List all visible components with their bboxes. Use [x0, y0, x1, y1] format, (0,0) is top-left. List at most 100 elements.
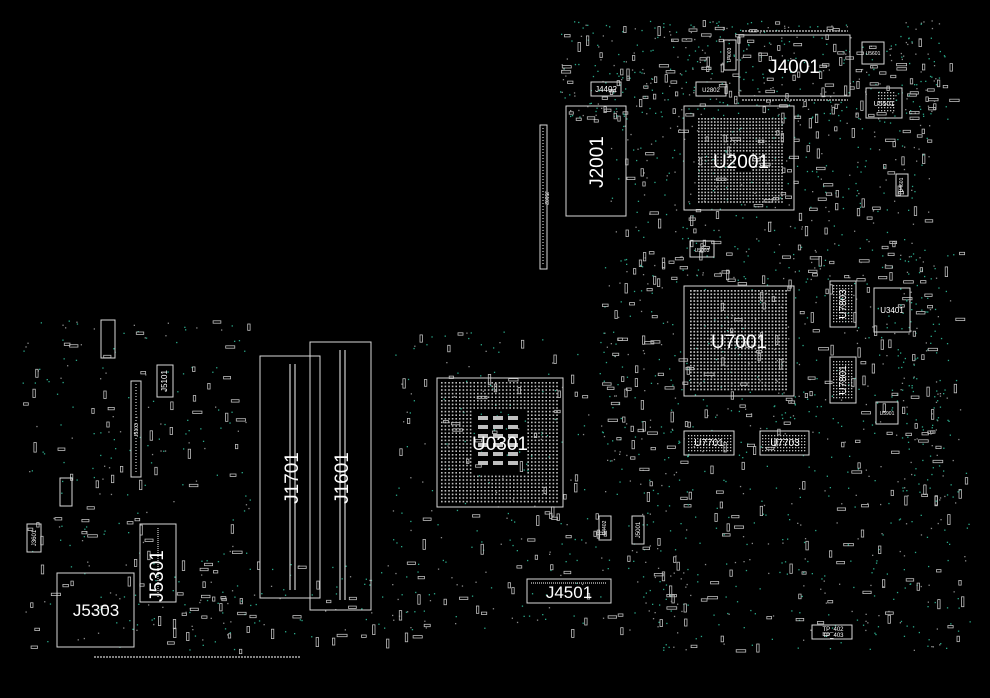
bga-ball	[758, 344, 760, 347]
via	[165, 335, 167, 337]
via	[929, 125, 931, 127]
bga-ball	[781, 178, 783, 181]
bga-ball	[751, 344, 753, 347]
bga-ball	[455, 428, 457, 431]
bga-ball	[714, 175, 716, 178]
bga-ball	[520, 400, 522, 402]
via	[426, 344, 428, 346]
via	[825, 602, 827, 604]
bga-ball	[734, 307, 736, 309]
via	[743, 561, 745, 563]
via	[913, 363, 915, 365]
bga-ball	[448, 421, 450, 424]
bga-ball	[448, 432, 450, 434]
bga-ball	[473, 493, 475, 496]
bga-ball	[789, 435, 791, 437]
via	[407, 611, 409, 613]
via	[912, 253, 915, 255]
via	[826, 43, 828, 45]
smd-part	[671, 276, 678, 281]
bga-ball	[549, 410, 551, 413]
bga-ball	[739, 137, 742, 139]
via	[466, 332, 468, 334]
bga-ball	[717, 385, 719, 387]
bga-ball	[771, 175, 774, 178]
bga-ball	[462, 439, 465, 442]
bga-ball	[768, 124, 770, 126]
bga-ball	[730, 198, 732, 200]
via	[407, 378, 410, 381]
bga-ball	[505, 382, 508, 384]
bga-ball	[455, 461, 457, 463]
bga-ball	[451, 482, 454, 485]
bga-ball	[545, 428, 547, 431]
bga-ball	[781, 313, 784, 316]
via	[857, 146, 859, 148]
via	[581, 583, 584, 586]
bga-ball	[541, 450, 544, 452]
bga-ball	[700, 341, 702, 343]
bga-ball	[734, 327, 736, 330]
via	[341, 578, 343, 580]
bga-ball	[768, 172, 770, 174]
bga-ball	[513, 407, 515, 409]
via	[665, 644, 667, 646]
bga-ball	[459, 486, 461, 488]
via	[588, 414, 590, 416]
bga-ball	[707, 381, 709, 384]
via	[108, 431, 110, 433]
via	[910, 330, 912, 332]
via	[774, 206, 776, 209]
bga-ball	[534, 454, 537, 456]
via	[789, 225, 792, 228]
bga-ball	[549, 418, 551, 420]
via	[857, 468, 859, 470]
bga-ball	[690, 307, 692, 309]
via	[643, 492, 645, 494]
bga-ball	[710, 293, 713, 296]
bga-ball	[549, 407, 551, 409]
via	[829, 487, 831, 489]
via	[702, 67, 704, 69]
bga-ball	[758, 361, 760, 364]
smd-part	[706, 66, 710, 72]
via	[638, 230, 640, 232]
bga-ball	[785, 320, 787, 323]
via	[739, 76, 741, 78]
bga-ball	[755, 118, 758, 120]
bga-ball	[751, 378, 753, 381]
via	[871, 59, 873, 61]
bga-ball	[726, 118, 729, 120]
bga-ball	[703, 324, 706, 326]
via	[822, 70, 825, 72]
bga-ball	[549, 439, 551, 442]
via	[502, 477, 504, 480]
bga-ball	[701, 146, 703, 149]
bga-ball	[502, 400, 504, 402]
via	[899, 258, 902, 260]
smd-part	[922, 63, 926, 71]
via	[743, 50, 745, 52]
via	[113, 439, 115, 441]
via	[907, 436, 909, 438]
via	[721, 325, 723, 327]
via	[608, 285, 610, 287]
bga-ball	[746, 182, 748, 184]
via	[578, 21, 580, 24]
via	[742, 536, 745, 538]
via	[861, 68, 864, 71]
via	[627, 139, 629, 141]
via	[424, 443, 426, 445]
bga-ball	[726, 162, 729, 165]
bga-ball	[744, 327, 747, 330]
bga-ball	[730, 130, 732, 133]
via	[645, 592, 647, 594]
via	[827, 249, 829, 251]
bga-ball	[541, 428, 544, 431]
bga-ball	[538, 443, 540, 445]
via	[678, 442, 680, 444]
via	[916, 378, 918, 380]
via	[947, 118, 949, 120]
smd-part	[54, 517, 63, 521]
smd-part	[795, 618, 805, 622]
